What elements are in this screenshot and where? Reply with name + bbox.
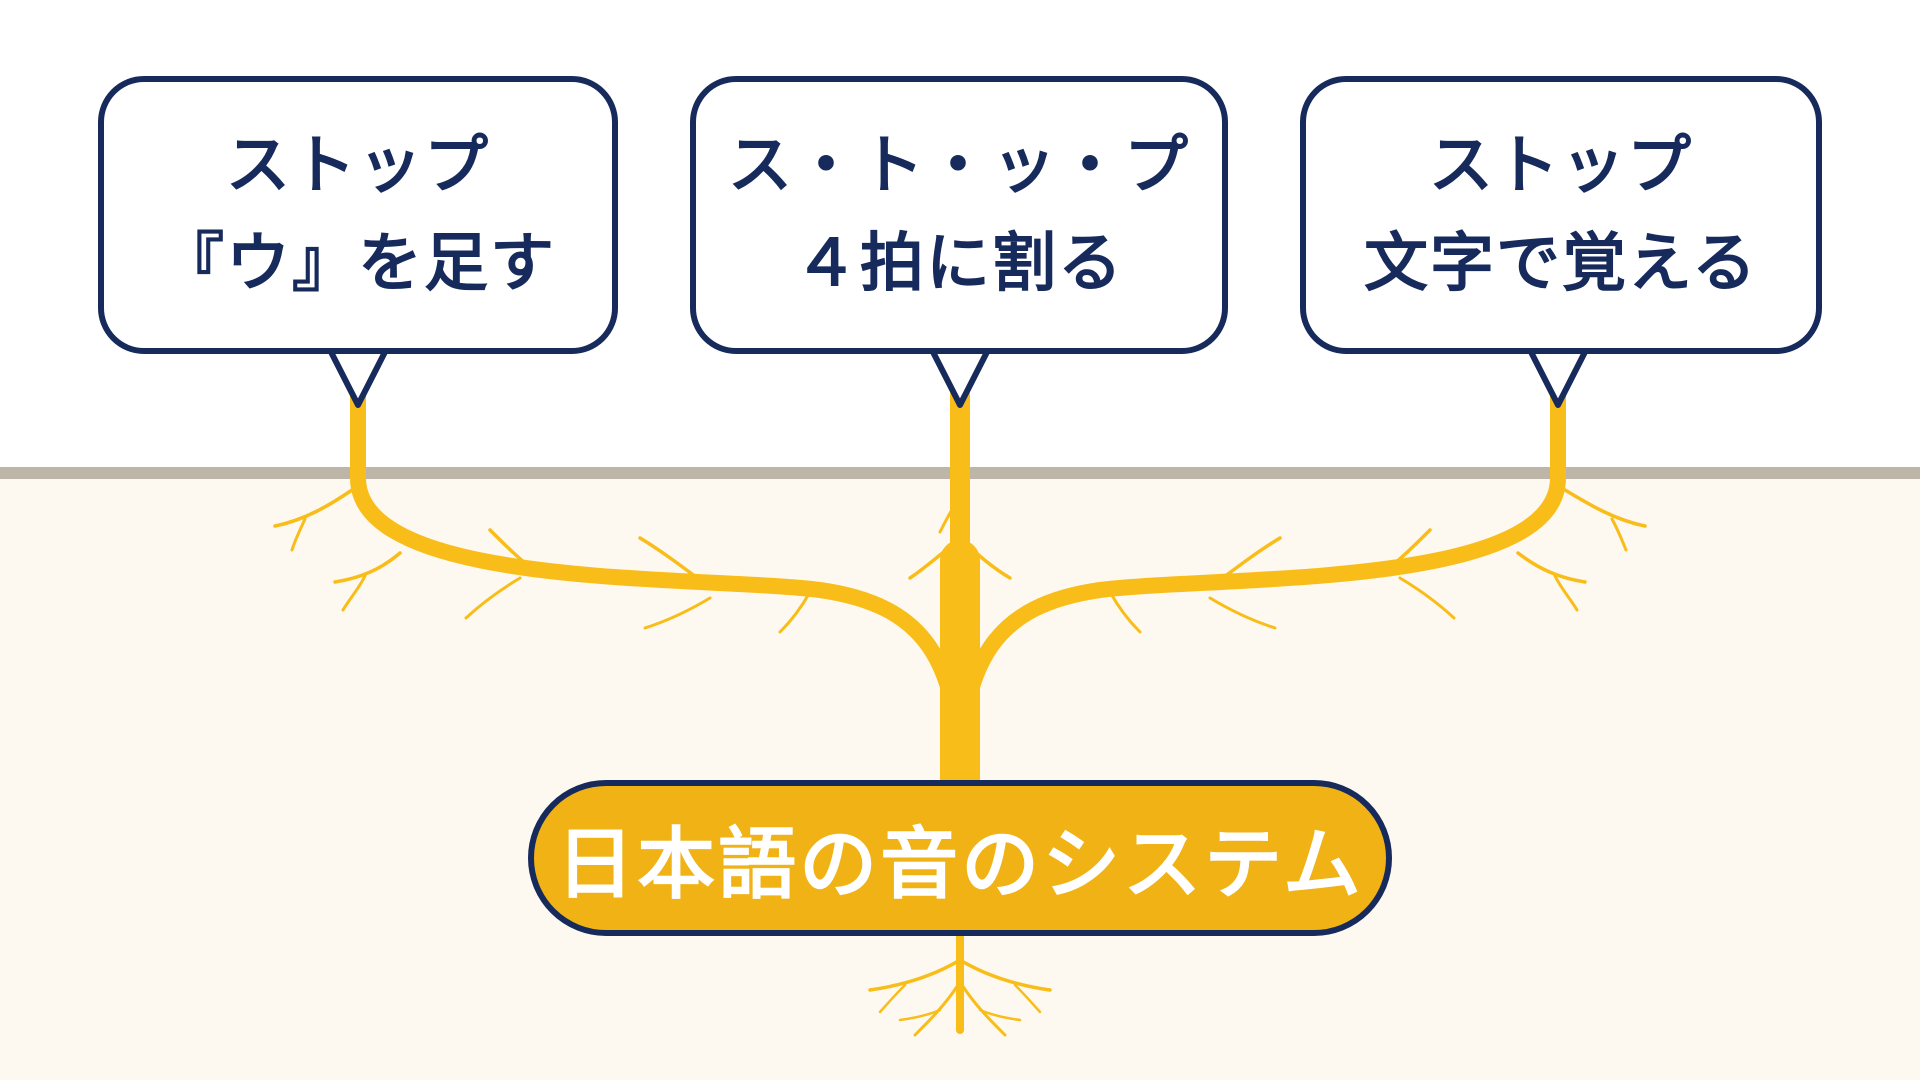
- rootlet: [898, 1008, 942, 1022]
- bubble-tail-2: [929, 347, 991, 408]
- rootlet: [878, 983, 907, 1014]
- bubble-3-line-1: ストップ: [1429, 129, 1693, 203]
- rootlet: [333, 551, 402, 584]
- bubble-tail-1: [327, 347, 389, 408]
- root-label-pill: 日本語の音のシステム: [528, 780, 1392, 936]
- rootlet: [958, 958, 1052, 992]
- bubble-3-line-2: 文字で覚える: [1363, 227, 1759, 301]
- rootlet: [1108, 590, 1142, 634]
- bubble-2-line-1: ス・ト・ッ・プ: [728, 129, 1190, 203]
- rootlet: [1218, 536, 1282, 582]
- rootlet: [938, 498, 960, 534]
- rootlet: [1610, 517, 1628, 552]
- bubble-1-line-2: 『ウ』を足す: [160, 227, 556, 301]
- root-branch-right: [952, 387, 1566, 798]
- rootlet: [908, 538, 960, 580]
- rootlet: [1208, 596, 1277, 630]
- rootlet: [1013, 983, 1042, 1014]
- rootlet: [341, 574, 367, 612]
- speech-bubble-1: ストップ 『ウ』を足す: [98, 76, 618, 354]
- bubble-tails: [327, 347, 1589, 408]
- rootlet: [1563, 488, 1647, 528]
- rootlet: [464, 576, 522, 620]
- bubble-tail-3: [1527, 347, 1589, 408]
- bubble-1-line-1: ストップ: [226, 129, 490, 203]
- speech-bubble-3: ストップ 文字で覚える: [1300, 76, 1822, 354]
- rootlet: [978, 1008, 1022, 1022]
- rootlet: [778, 590, 812, 634]
- speech-bubble-2: ス・ト・ッ・プ ４拍に割る: [690, 76, 1228, 354]
- rootlet: [913, 983, 960, 1037]
- rootlet: [1553, 574, 1579, 612]
- rootlet: [488, 528, 542, 577]
- rootlet: [1516, 551, 1587, 584]
- rootlet: [643, 596, 712, 630]
- rootlet: [868, 958, 962, 992]
- rootlet: [290, 517, 307, 552]
- rootlet: [273, 488, 354, 528]
- bubble-2-line-2: ４拍に割る: [794, 227, 1124, 301]
- rootlet: [960, 983, 1007, 1037]
- rootlet: [1398, 576, 1456, 620]
- rootlet: [960, 538, 1012, 580]
- root-branch-left: [350, 387, 968, 798]
- rootlet: [638, 536, 702, 582]
- rootlet: [1378, 528, 1432, 577]
